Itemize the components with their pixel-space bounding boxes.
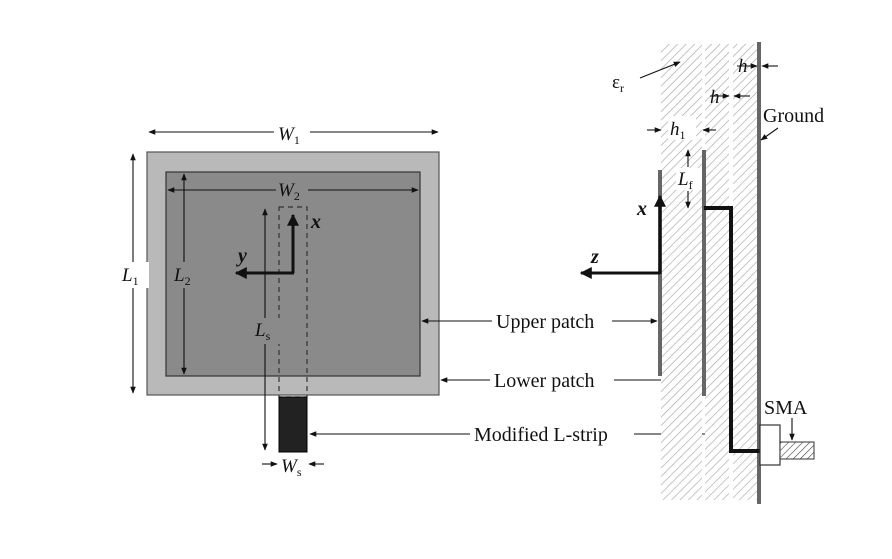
side-x-axis-label: x xyxy=(636,198,647,220)
substrate-layer-inner xyxy=(733,44,757,500)
lower-patch-label: Lower patch xyxy=(494,370,595,392)
substrate-layer-outer xyxy=(661,44,702,500)
ground-arrow xyxy=(760,127,779,141)
side-z-axis-label: z xyxy=(590,246,599,268)
side-view: SMA εr h h h1 Lf Ground x z xyxy=(579,42,824,504)
feed-strip xyxy=(278,396,308,453)
l2-label: L2 xyxy=(173,265,191,288)
l1-label: L1 xyxy=(121,265,139,288)
lf-label: Lf xyxy=(677,169,693,192)
h1-label: h1 xyxy=(670,119,686,142)
sma-connector-body xyxy=(759,424,781,466)
ws-label: Ws xyxy=(281,456,302,479)
h-outer-label: h xyxy=(738,56,748,77)
ls-label: Ls xyxy=(254,320,271,343)
upper-patch-label: Upper patch xyxy=(496,311,594,333)
l-strip-side xyxy=(704,206,780,453)
substrate-layer-middle xyxy=(705,44,729,500)
ground-label: Ground xyxy=(763,105,824,127)
top-view: W1 W2 L1 L2 Ls Ws x y xyxy=(121,120,440,479)
l-strip-label: Modified L-strip xyxy=(474,424,608,446)
sma-label: SMA xyxy=(764,397,808,419)
h-inner-label: h xyxy=(710,87,720,108)
w2-label: W2 xyxy=(278,180,300,203)
y-axis-label: y xyxy=(236,245,247,267)
w1-label: W1 xyxy=(278,124,300,147)
eps-arrow xyxy=(639,61,681,79)
feed-strip-outline xyxy=(278,206,308,398)
x-axis-label: x xyxy=(310,211,321,233)
sma-connector-pin xyxy=(779,441,815,460)
eps-label: εr xyxy=(612,72,624,95)
